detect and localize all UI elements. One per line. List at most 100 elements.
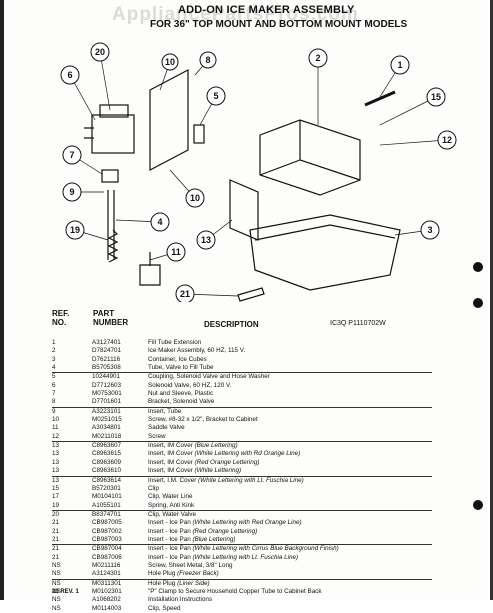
description: Spring, Anti Kink — [148, 501, 195, 509]
description: Screw — [148, 432, 166, 440]
table-row: 3 D7621116 Container, Ice Cubes — [52, 356, 432, 364]
part-number: B5720301 — [92, 484, 121, 492]
description-note: (Blue Lettering) — [194, 442, 238, 450]
table-row: 17 M0104101 Clip, Water Line — [52, 493, 432, 501]
ice-container-drawing — [249, 214, 401, 291]
callout-7: 7 — [69, 150, 74, 160]
ref-no: 8 — [52, 398, 56, 406]
description-note: (White Lettering with Cirrus Blue Backgr… — [192, 545, 339, 553]
col-header-part: PART NUMBER — [93, 309, 129, 327]
scan-edge-left — [0, 0, 4, 600]
ref-no: NS — [52, 596, 61, 604]
description-note: (White Lettering with Lt. Fuschia Line) — [198, 476, 304, 484]
part-number: A3223101 — [92, 407, 121, 415]
part-number: C8963609 — [92, 458, 122, 466]
bracket-drawing — [149, 69, 189, 171]
description: Bracket, Solenoid Valve — [148, 398, 215, 406]
part-number: C8963615 — [92, 450, 122, 458]
part-number: D7621116 — [92, 355, 121, 363]
ref-no: 13 — [52, 450, 60, 458]
ref-no: 9 — [52, 407, 56, 415]
callout-15: 15 — [431, 92, 441, 102]
ref-no: 11 — [52, 424, 59, 432]
ref-no: NS — [52, 587, 61, 595]
ref-no: 13 — [52, 467, 60, 475]
table-row: NS A1068202 Installation Instructions — [52, 596, 432, 604]
ref-no: 17 — [52, 493, 60, 501]
description: Container, Ice Cubes — [148, 355, 207, 363]
part-number: C8963610 — [92, 467, 122, 475]
part-number: M0311301 — [92, 579, 122, 587]
ref-no: 6 — [52, 381, 56, 389]
part-number: CB987003 — [92, 535, 122, 543]
description: Clip, Water Valve — [148, 510, 196, 518]
binder-hole-top — [473, 262, 483, 272]
ref-no: 1 — [52, 339, 56, 346]
description: Solenoid Valve, 60 HZ, 120 V. — [148, 381, 232, 389]
description: Insert - Ice Pan (Blue Lettering) — [148, 535, 236, 543]
description-note: (Freezer Back) — [177, 570, 219, 578]
table-row: 12 M0211018 Screw — [52, 432, 432, 443]
part-number: M0102301 — [92, 587, 122, 595]
ref-no: 21 — [52, 527, 60, 535]
description: Insert, IM Cover (Blue Lettering) — [148, 442, 238, 450]
description: Clip, Water Line — [148, 493, 193, 501]
description-note: (White Lettering with Red Orange Line) — [192, 519, 302, 527]
binder-hole-mid — [473, 298, 483, 308]
part-number: B5705308 — [92, 364, 121, 372]
callout-11: 11 — [171, 247, 181, 257]
description: Nut and Sleeve, Plastic — [148, 390, 214, 398]
description-note: (White Lettering with Rd Orange Line) — [194, 450, 301, 458]
ref-no: 3 — [52, 355, 56, 363]
description-note: (Liner Side) — [177, 579, 210, 587]
description: Clip — [148, 484, 159, 492]
callout-5: 5 — [213, 91, 218, 101]
callout-12: 12 — [442, 135, 452, 145]
description-note: (Red Orange Lettering) — [194, 458, 260, 466]
callout-2: 2 — [315, 53, 320, 63]
part-number: D7824701 — [92, 347, 122, 355]
part-number: A1068202 — [92, 596, 121, 604]
ref-no: NS — [52, 570, 61, 578]
description: Installation Instructions — [148, 596, 213, 604]
description: Insert - Ice Pan (White Lettering with R… — [148, 519, 302, 527]
part-number: CB987006 — [92, 553, 122, 561]
callout-10: 10 — [165, 57, 175, 67]
ref-no: 5 — [52, 373, 56, 381]
callout-9: 9 — [69, 187, 74, 197]
ref-no: 12 — [52, 432, 60, 440]
ref-no: NS — [52, 579, 61, 587]
callout-3: 3 — [427, 225, 432, 235]
ref-no: NS — [52, 561, 61, 569]
description: Saddle Valve — [148, 424, 185, 432]
ref-no: 13 — [52, 458, 60, 466]
ref-no: 13 — [52, 442, 60, 450]
part-number: A1055101 — [92, 501, 121, 509]
part-number: M0104101 — [92, 493, 122, 501]
description: "P" Clamp to Secure Household Copper Tub… — [148, 587, 322, 595]
part-number: M0251015 — [92, 416, 122, 424]
ref-no: 21 — [52, 519, 60, 527]
part-number: M0211018 — [92, 432, 122, 440]
model-code: IC3Q P1110702W — [330, 320, 386, 327]
description: Tube, Valve to Fill Tube — [148, 364, 214, 372]
description: Insert - Ice Pan (White Lettering with C… — [148, 545, 339, 553]
ref-no: NS — [52, 604, 61, 612]
